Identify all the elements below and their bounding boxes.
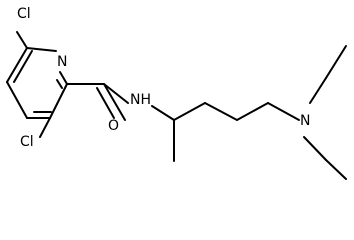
bond-c4-cl-bottom — [39, 117, 51, 138]
bond-carbonyl-nh — [103, 83, 129, 104]
bond-ethyl-bottom-end — [325, 159, 347, 180]
molecule-svg: Cl N NH O N Cl — [6, 6, 347, 180]
inner-double-3 — [56, 79, 63, 89]
bond-n-ethyl-top — [309, 77, 327, 104]
atom-cl-bottom: Cl — [20, 134, 34, 150]
bond-c1-c2 — [6, 47, 28, 83]
atom-n-amine: N — [300, 113, 310, 129]
bond-c4chain-c5chain — [236, 102, 269, 121]
atom-labels: Cl N NH O N Cl — [17, 6, 310, 150]
bonds — [6, 31, 347, 180]
bond-n-ethyl-bottom — [303, 136, 327, 161]
bond-cl-top-c1 — [16, 31, 28, 49]
inner-double-1 — [13, 50, 33, 83]
atom-nh: NH — [130, 92, 151, 108]
bond-c-alpha-c3 — [173, 102, 206, 121]
bond-n-c1 — [26, 47, 57, 52]
atom-o: O — [108, 118, 119, 134]
bond-c2-c3 — [6, 81, 28, 119]
bond-ethyl-top-end — [325, 45, 347, 79]
bond-c3-c4chain — [204, 102, 238, 121]
atom-n-ring: N — [57, 54, 67, 70]
bond-c4-c5 — [49, 83, 68, 119]
atom-cl-top: Cl — [17, 6, 31, 22]
structure-diagram: Cl N NH O N Cl — [6, 6, 347, 180]
bond-c5chain-n — [267, 102, 300, 121]
bond-nh-c-alpha — [151, 105, 175, 121]
bond-c5-n — [59, 71, 68, 85]
bond-carbonyl-o — [103, 83, 126, 121]
bond-carbonyl-o-double — [96, 87, 115, 119]
